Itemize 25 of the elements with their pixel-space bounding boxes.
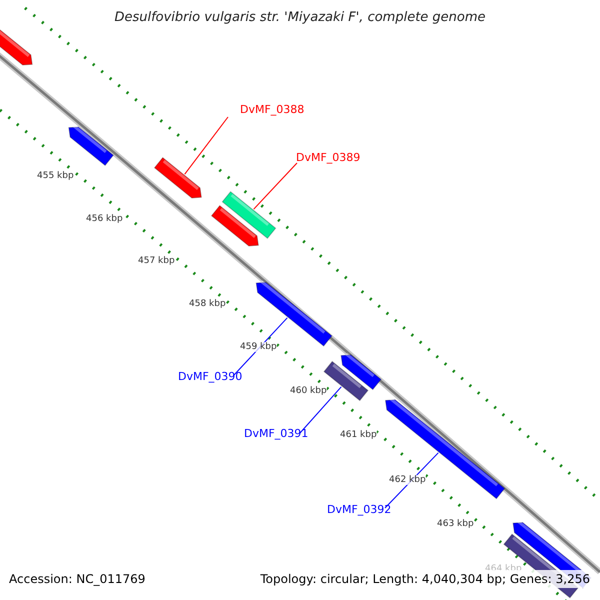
position-tick-label: 463 kbp: [437, 519, 474, 529]
accession-note: Accession: NC_011769: [9, 572, 146, 586]
position-tick-label: 461 kbp: [340, 430, 377, 440]
position-tick-label: 455 kbp: [37, 171, 74, 181]
gene-block: [340, 352, 382, 390]
locus-tag-label: DvMF_0392: [327, 503, 392, 516]
gene-block: [210, 204, 259, 246]
leader-line: [300, 386, 342, 434]
leader-line: [184, 116, 228, 175]
position-tick-label: 457 kbp: [138, 256, 175, 266]
locus-tag-label: DvMF_0390: [178, 370, 242, 383]
gene-block: [154, 156, 202, 198]
leader-line: [253, 162, 298, 210]
gene-bar: [222, 191, 276, 239]
position-tick-label: 456 kbp: [86, 214, 123, 224]
gene-block: [68, 124, 114, 166]
position-tick-label: 460 kbp: [290, 386, 327, 396]
title: Desulfovibrio vulgaris str. 'Miyazaki F', complete genome: [113, 10, 487, 25]
locus-tag-label: DvMF_0388: [240, 103, 304, 116]
position-tick-label: 462 kbp: [389, 475, 426, 485]
locus-tag-label: DvMF_0389: [296, 151, 360, 164]
gene-block: [384, 398, 506, 500]
position-tick-label: 458 kbp: [189, 299, 226, 309]
locus-tag-label: DvMF_0391: [244, 427, 308, 440]
position-tick-label: 459 kbp: [240, 342, 277, 352]
